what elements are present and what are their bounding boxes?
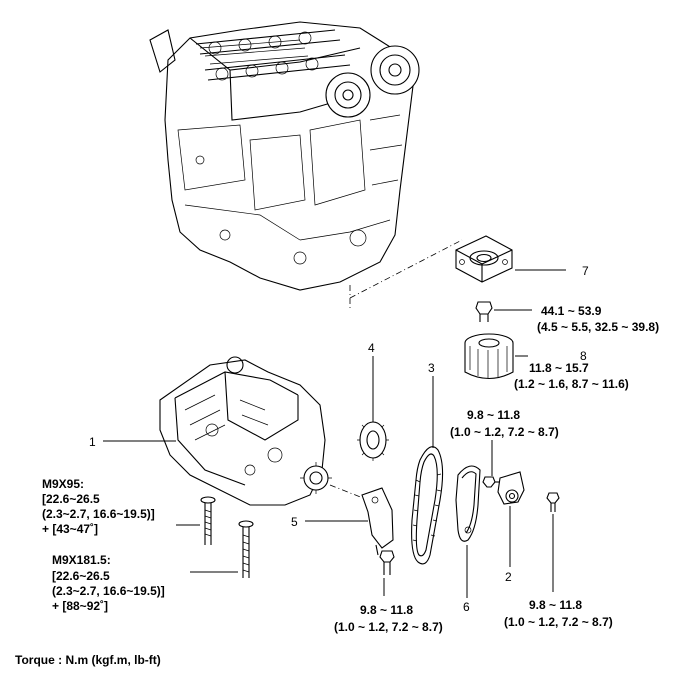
- oil-cooler: [455, 235, 513, 283]
- torque-guide-line2: (1.0 ~ 1.2, 7.2 ~ 8.7): [334, 620, 443, 634]
- torque-filter-line1: 11.8 ~ 15.7: [529, 361, 589, 375]
- callout-2: 2: [505, 570, 512, 584]
- callout-3: 3: [428, 361, 435, 375]
- torque-unit-footer: Torque : N.m (kgf.m, lb-ft): [15, 653, 161, 667]
- callout-8: 8: [580, 349, 587, 363]
- torque-tensioner-lower-line2: (1.0 ~ 1.2, 7.2 ~ 8.7): [504, 615, 613, 629]
- oil-filter-fitting: [475, 301, 493, 322]
- chain-tensioner: [490, 471, 525, 505]
- oil-filter: [464, 333, 514, 380]
- bolt-m9x181-line3: + [88~92˚]: [52, 599, 108, 613]
- callout-6: 6: [463, 600, 470, 614]
- engine-block: [149, 21, 420, 291]
- timing-chain: [411, 446, 444, 565]
- centerline-module: [329, 484, 369, 501]
- bolt-m9x95-line2: (2.3~2.7, 16.6~19.5)]: [42, 507, 155, 521]
- torque-filter-line2: (1.2 ~ 1.6, 8.7 ~ 11.6): [514, 377, 629, 391]
- tensioner-arm: [455, 465, 481, 542]
- bolt-m9x95: [200, 496, 216, 545]
- callout-4: 4: [368, 341, 375, 355]
- bolt-m9x181: [238, 520, 254, 578]
- bolt-m9x95-line3: + [43~47˚]: [42, 522, 98, 536]
- tensioner-bolt-lower: [546, 492, 560, 512]
- callout-5: 5: [291, 515, 298, 529]
- torque-guide-line1: 9.8 ~ 11.8: [360, 603, 413, 617]
- chain-guide: [361, 487, 394, 556]
- bolt-m9x181-size: M9X181.5:: [52, 553, 111, 567]
- bolt-m9x181-line1: [22.6~26.5: [52, 569, 110, 583]
- balance-shaft-module: [159, 356, 332, 506]
- bolt-m9x95-size: M9X95:: [42, 477, 84, 491]
- bolt-m9x95-line1: [22.6~26.5: [42, 492, 100, 506]
- torque-tensioner-upper-line2: (1.0 ~ 1.2, 7.2 ~ 8.7): [450, 425, 559, 439]
- callout-7: 7: [582, 264, 589, 278]
- sprocket: [357, 419, 389, 461]
- guide-bolt: [379, 550, 395, 575]
- callout-1: 1: [89, 435, 96, 449]
- torque-tensioner-lower-line1: 9.8 ~ 11.8: [529, 598, 582, 612]
- mount-line: [349, 239, 463, 310]
- torque-fitting-line2: (4.5 ~ 5.5, 32.5 ~ 39.8): [537, 320, 659, 334]
- bolt-m9x181-line2: (2.3~2.7, 16.6~19.5)]: [52, 584, 165, 598]
- torque-tensioner-upper-line1: 9.8 ~ 11.8: [467, 408, 520, 422]
- torque-fitting-line1: 44.1 ~ 53.9: [541, 304, 602, 318]
- tensioner-bolt-upper: [482, 476, 496, 488]
